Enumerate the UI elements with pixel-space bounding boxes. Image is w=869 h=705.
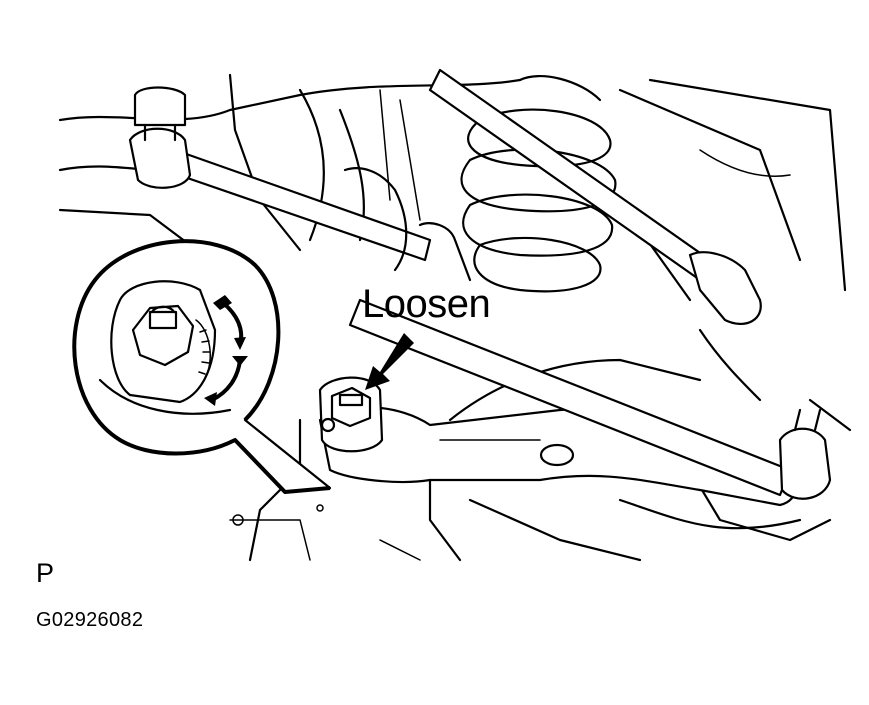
stabilizer-bar bbox=[128, 68, 762, 325]
coil-spring bbox=[460, 75, 617, 293]
loosen-arrow-icon bbox=[365, 333, 414, 390]
figure-code: G02926082 bbox=[36, 609, 144, 631]
loosen-label: Loosen bbox=[362, 282, 491, 326]
adjusting-bolt bbox=[318, 376, 384, 453]
position-letter: P bbox=[36, 558, 55, 588]
lateral-rod bbox=[348, 298, 832, 500]
misc-details bbox=[232, 167, 472, 526]
detail-callout bbox=[72, 239, 332, 494]
